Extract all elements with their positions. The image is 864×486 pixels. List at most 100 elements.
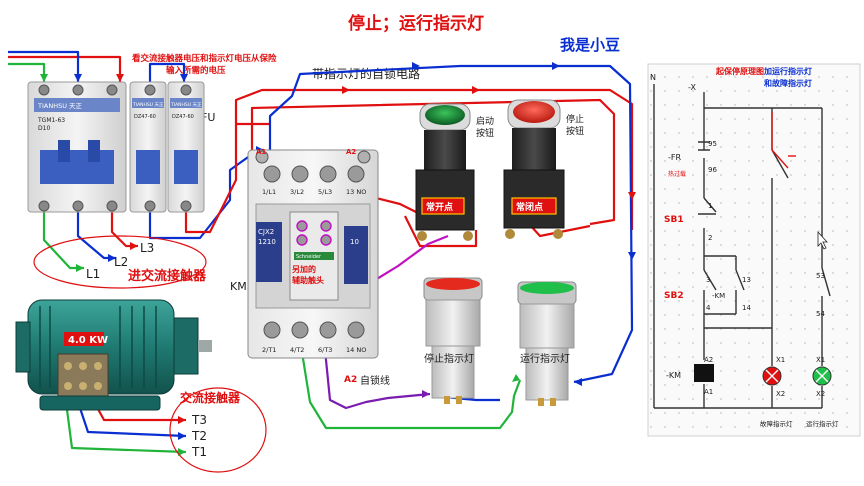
bottom-term-3: 6/T3 [318,346,332,354]
fr-sub: 热过载 [668,170,686,178]
motor-contactor-label: 交流接触器 [180,390,241,405]
fuse1-brand: TIANHSU 天正 [132,102,164,108]
arrow-top-blue-1 [412,62,420,70]
a2-to-stop-lamp [323,349,431,410]
motor-terminal-3[interactable] [94,362,102,370]
aux-terminal-2[interactable] [320,220,332,232]
coil-label: -KM [666,371,681,380]
motor-power-plate [64,332,104,346]
coil-a1: A1 [704,388,713,396]
start-button-cap[interactable] [425,105,465,125]
start-terminal-2[interactable] [463,231,473,241]
stop-button-cap[interactable] [513,101,555,123]
top-term-2: 3/L2 [290,188,304,196]
fuse1-handle[interactable] [136,150,160,184]
breaker-model: TGM1-63 [37,117,65,124]
motor-terminal-5[interactable] [79,382,87,390]
arrow-right-blue [628,252,636,260]
fuse2-handle[interactable] [174,150,198,184]
main-circuit-breaker[interactable]: TIANHSU 天正 TGM1-63 D10 [27,81,127,213]
run-indicator-lamp [517,281,577,406]
schneider-badge [294,252,334,260]
motor-terminal-1[interactable] [64,362,72,370]
aux-label-1: 另加的 [292,264,316,274]
lamp1-x2: X2 [776,390,785,398]
motor-end-cap [173,317,199,375]
motor-terminal-4[interactable] [64,382,72,390]
terminal-l1[interactable] [263,165,281,183]
schematic-title-red: 起保停原理图 [715,66,764,76]
fuse1-screw-bottom [144,200,156,212]
start-label-1: 启动 [476,115,494,127]
lamp1-caption: 故障指示灯 [760,419,793,428]
start-contact-label: 常开点 [426,201,453,213]
km-54: 54 [816,310,825,318]
arrow-t2 [178,432,186,440]
terminal-l3[interactable] [319,165,337,183]
a1-label: A1 [256,148,266,156]
terminal-t3[interactable] [319,321,337,339]
terminal-t2[interactable] [291,321,309,339]
sb2-num-3: 3 [706,276,710,284]
lamp2-x2: X2 [816,390,825,398]
aux-terminal-4[interactable] [320,234,332,246]
terminal-a2-top[interactable] [357,150,371,164]
stop-terminal-2[interactable] [553,229,563,239]
fuse-breaker-1[interactable]: TIANHSU 天正 DZ47-60 [129,81,167,213]
arrow-green-lamp [512,374,520,382]
arrow-purple [422,390,430,398]
a2-bottom-label: A2 [344,375,357,385]
breaker-lever-2[interactable] [88,140,100,162]
terminal-13no[interactable] [347,165,365,183]
km-53: 53 [816,272,825,280]
blue-loop-long [268,64,634,384]
sb2-label: SB2 [664,291,684,301]
breaker-lever-1[interactable] [58,140,70,162]
fuse-breaker-2[interactable]: TIANHSU 天正 DZ47-60 [167,81,205,213]
arrow-blue-1 [74,74,82,82]
terminal-14no[interactable] [347,321,365,339]
stop-terminal-1[interactable] [505,229,515,239]
breaker-screw-top-2 [72,84,84,96]
km-14: 14 [742,304,751,312]
km-coil [694,364,714,382]
km-contact-label: -KM [712,292,725,300]
arrow-top-red-1 [342,86,350,94]
arrow-top-red-2 [472,86,480,94]
fuse2-screw-bottom [180,200,192,212]
stop-button-body [512,128,556,170]
contactor-window-right [344,226,368,284]
aux-terminal-1[interactable] [296,220,308,232]
contactor-window-left [256,222,282,282]
no13-to-start [371,195,421,215]
start-terminal-1[interactable] [417,231,427,241]
self-lock-wire-label: 自锁线 [360,374,390,387]
motor-rear-cap [15,321,31,373]
breaker-screw-bottom-2 [72,200,84,212]
breaker-screw-bottom-1 [38,200,50,212]
terminal-l2[interactable] [291,165,309,183]
button-link-red [404,215,478,248]
motor-terminal-6[interactable] [94,382,102,390]
run-lamp-lens [520,282,574,294]
fuse2-screw-top [180,84,192,96]
breaker-brand-strip [34,98,120,112]
terminal-a1[interactable] [255,150,269,164]
breaker-handle-bar[interactable] [40,150,114,184]
start-button[interactable]: 常开点 [415,103,475,241]
terminal-t1[interactable] [263,321,281,339]
fuse1-brand-strip [132,98,164,108]
schematic-lines [653,84,831,409]
arrow-red-1 [116,74,124,82]
stop-button[interactable]: 常闭点 [503,99,565,239]
motor-terminal-2[interactable] [79,362,87,370]
ac-contactor[interactable]: A1 A2 1/L1 3/L2 5/L3 13 NO CJX2 1210 10 … [247,148,379,359]
breaker-rating: D10 [38,125,50,132]
bottom-term-2: 4/T2 [290,346,304,354]
schematic-title-blue-1: 加运行指示灯 [763,66,812,76]
aux-terminal-3[interactable] [296,234,308,246]
fr-label: -FR [668,153,681,162]
stop-indicator-lamp [423,277,483,404]
